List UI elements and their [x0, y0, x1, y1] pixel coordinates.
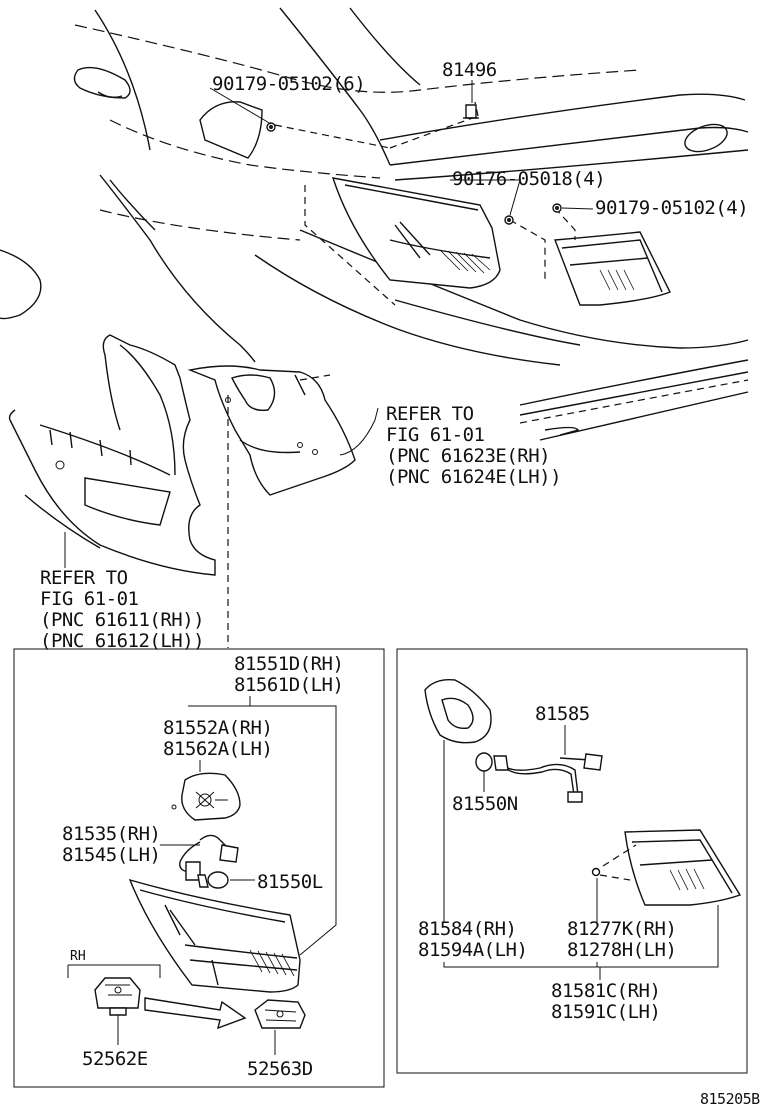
gasket-81584: [424, 679, 492, 744]
label-81561d-lh: 81561D(LH): [234, 674, 343, 696]
top-callouts: 90179-05102(6) 81496 90176-05018(4) 9017…: [209, 59, 749, 219]
vehicle-body: [0, 7, 749, 441]
quarter-trim-left: [8, 334, 216, 576]
label-81552a-rh: 81552A(RH): [163, 717, 272, 739]
label-81278h-lh: 81278H(LH): [567, 939, 676, 961]
bulb-81550l: [197, 871, 229, 889]
figure-code: 815205B: [700, 1090, 760, 1108]
label-81594a-lh: 81594A(LH): [418, 939, 527, 961]
outer-lamp-box-labels: 81551D(RH) 81561D(LH) 81552A(RH) 81562A(…: [62, 653, 344, 1080]
refer-left-line3: (PNC 61611(RH)): [40, 609, 204, 631]
body-tail-lamp-inner: [554, 231, 671, 306]
label-81591c-lh: 81591C(LH): [551, 1001, 660, 1023]
socket-cover: [171, 772, 241, 821]
label-90176-05018-4: 90176-05018(4): [452, 168, 605, 190]
inner-lamp-box-labels: 81585 81550N 81584(RH) 81594A(LH) 81277K…: [418, 703, 719, 1023]
label-rh: RH: [70, 949, 86, 964]
refer-left-line4: (PNC 61612(LH)): [40, 630, 204, 652]
label-81550l: 81550L: [257, 871, 323, 893]
label-81581c-rh: 81581C(RH): [551, 980, 660, 1002]
direction-arrow: [144, 997, 247, 1030]
label-81585: 81585: [535, 703, 590, 725]
label-81584-rh: 81584(RH): [418, 918, 516, 940]
refer-right-line3: (PNC 61623E(RH): [386, 445, 550, 467]
fasteners: [266, 104, 562, 225]
refer-right-line1: REFER TO: [386, 403, 474, 425]
outer-lamp-box: [13, 648, 385, 1088]
label-90179-05102-4: 90179-05102(4): [595, 197, 748, 219]
refer-left-line1: REFER TO: [40, 567, 128, 589]
label-81550n: 81550N: [452, 793, 518, 815]
refer-note-right: REFER TO FIG 61-01 (PNC 61623E(RH) (PNC …: [339, 403, 562, 488]
inner-lamp-box: [396, 648, 748, 1074]
clip-52562e: [94, 977, 141, 1016]
label-81545-lh: 81545(LH): [62, 844, 160, 866]
refer-right-line2: FIG 61-01: [386, 424, 485, 446]
refer-left-line2: FIG 61-01: [40, 588, 139, 610]
label-81277k-rh: 81277K(RH): [567, 918, 676, 940]
clip-52563d: [254, 999, 306, 1029]
label-81551d-rh: 81551D(RH): [234, 653, 343, 675]
label-81496: 81496: [442, 59, 497, 81]
label-81535-rh: 81535(RH): [62, 823, 160, 845]
label-81562a-lh: 81562A(LH): [163, 738, 272, 760]
refer-right-line4: (PNC 61624E(LH)): [386, 466, 561, 488]
label-52562e: 52562E: [82, 1048, 148, 1070]
body-mount-leaders: [274, 101, 576, 306]
lamp-socket-wire: [179, 834, 239, 881]
outer-lamp-assembly: [128, 878, 301, 993]
bulb-81550n: [475, 752, 493, 772]
inner-lamp-assembly: [591, 829, 742, 906]
body-tail-lamp-outer: [331, 177, 501, 289]
quarter-trim-right: [187, 365, 356, 496]
wire-81585: [493, 753, 603, 803]
label-90179-05102-6: 90179-05102(6): [212, 73, 365, 95]
refer-note-left: REFER TO FIG 61-01 (PNC 61611(RH)) (PNC …: [40, 532, 205, 652]
label-52563d: 52563D: [247, 1058, 313, 1080]
